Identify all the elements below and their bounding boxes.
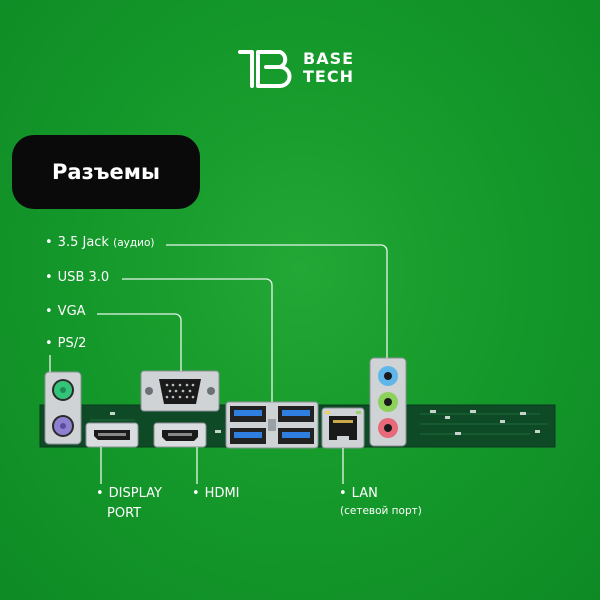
usb3-ports[interactable] (225, 401, 319, 449)
logo-text-tech: TECH (303, 67, 354, 86)
audio-jack-ports[interactable] (369, 357, 407, 447)
label-lan: •LAN (339, 486, 378, 501)
label-3-5-jack: •3.5 Jack (аудио) (45, 235, 155, 250)
page-title: Разъемы (52, 160, 160, 184)
label-vga-text: VGA (57, 304, 86, 319)
base-tech-logo: BASE TECH (236, 46, 366, 90)
label-3-5-jack-text: 3.5 Jack (57, 235, 109, 250)
label-displayport: •DISPLAY (96, 486, 162, 501)
leader-lines (49, 244, 388, 484)
base-tech-logo-mark (238, 50, 292, 88)
hdmi-port[interactable] (153, 422, 207, 448)
leader-line-jack (166, 244, 388, 358)
label-ps2: •PS/2 (45, 336, 87, 351)
title-pill: Разъемы (12, 135, 200, 209)
vga-port[interactable] (140, 370, 220, 412)
label-displayport-line2: PORT (107, 506, 142, 521)
label-usb3: •USB 3.0 (45, 270, 110, 285)
label-hdmi: •HDMI (192, 486, 240, 501)
leader-line-vga (97, 313, 182, 371)
displayport-port[interactable] (85, 422, 139, 448)
label-usb3-text: USB 3.0 (57, 270, 110, 285)
label-hdmi-text: HDMI (204, 486, 240, 501)
ps2-port[interactable] (44, 371, 82, 445)
logo-text-base: BASE (303, 49, 355, 68)
leader-line-usb (122, 278, 273, 402)
label-vga: •VGA (45, 304, 86, 319)
label-lan-note: (сетевой порт) (340, 505, 422, 517)
label-displayport-line1: DISPLAY (108, 486, 162, 501)
label-3-5-jack-note: (аудио) (113, 237, 155, 249)
label-lan-text: LAN (351, 486, 378, 501)
lan-port[interactable] (321, 407, 365, 449)
label-ps2-text: PS/2 (57, 336, 87, 351)
